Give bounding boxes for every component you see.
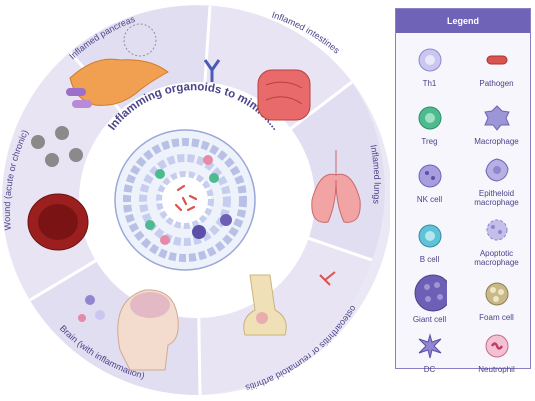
dendritic-cell-icon xyxy=(418,333,441,359)
legend-label: Giant cell xyxy=(412,315,447,324)
brain-head-illustration xyxy=(78,289,179,371)
legend-panel: Legend Th1 Pathogen Treg Macrophage NK c… xyxy=(395,8,531,374)
apoptotic-macrophage-icon xyxy=(486,219,507,241)
legend-label: Th1 xyxy=(422,79,437,88)
legend-label: B cell xyxy=(419,255,440,264)
treg-cell-icon xyxy=(418,106,441,130)
legend-label: Neutrophil xyxy=(478,365,515,374)
legend-item-dc: DC xyxy=(396,329,463,374)
legend-item-apoptotic-macrophage: Apoptotic macrophage xyxy=(463,213,530,267)
wound-illustration xyxy=(27,126,89,251)
legend-item-treg: Treg xyxy=(396,101,463,146)
legend-item-epitheloid-macrophage: Epitheloid macrophage xyxy=(463,153,530,207)
pancreas-illustration xyxy=(66,23,169,108)
legend-label: Treg xyxy=(421,137,438,146)
legend-item-giant-cell: Giant cell xyxy=(396,273,463,324)
legend-label: NK cell xyxy=(416,195,443,204)
legend-label: Epitheloid macrophage xyxy=(474,189,519,207)
legend-item-nk-cell: NK cell xyxy=(396,159,463,204)
lungs-illustration xyxy=(311,150,361,223)
legend-item-th1: Th1 xyxy=(396,43,463,88)
th1-cell-icon xyxy=(418,48,441,72)
organoid-wheel-diagram: Inflamming organoids to mimick... Inflam… xyxy=(2,5,390,396)
giant-cell-icon xyxy=(414,274,447,312)
neutrophil-icon xyxy=(485,334,508,358)
organoid-illustration xyxy=(114,129,256,271)
legend-label: Apoptotic macrophage xyxy=(474,249,519,267)
macrophage-icon xyxy=(483,105,510,131)
foam-cell-icon xyxy=(485,282,508,306)
legend-label: Foam cell xyxy=(479,313,514,322)
legend-item-neutrophil: Neutrophil xyxy=(463,329,530,374)
intestines-illustration xyxy=(203,59,311,121)
legend-item-pathogen: Pathogen xyxy=(463,43,530,88)
legend-title: Legend xyxy=(396,9,530,33)
b-cell-icon xyxy=(418,224,441,248)
legend-item-b-cell: B cell xyxy=(396,219,463,264)
legend-label: Pathogen xyxy=(479,79,514,88)
nk-cell-icon xyxy=(418,164,441,188)
legend-label: Macrophage xyxy=(474,137,519,146)
legend-item-macrophage: Macrophage xyxy=(463,101,530,146)
pathogen-icon xyxy=(486,55,507,65)
epitheloid-macrophage-icon xyxy=(484,158,509,182)
knee-joint-illustration xyxy=(243,271,336,336)
legend-label: DC xyxy=(423,365,436,374)
legend-item-foam-cell: Foam cell xyxy=(463,277,530,322)
